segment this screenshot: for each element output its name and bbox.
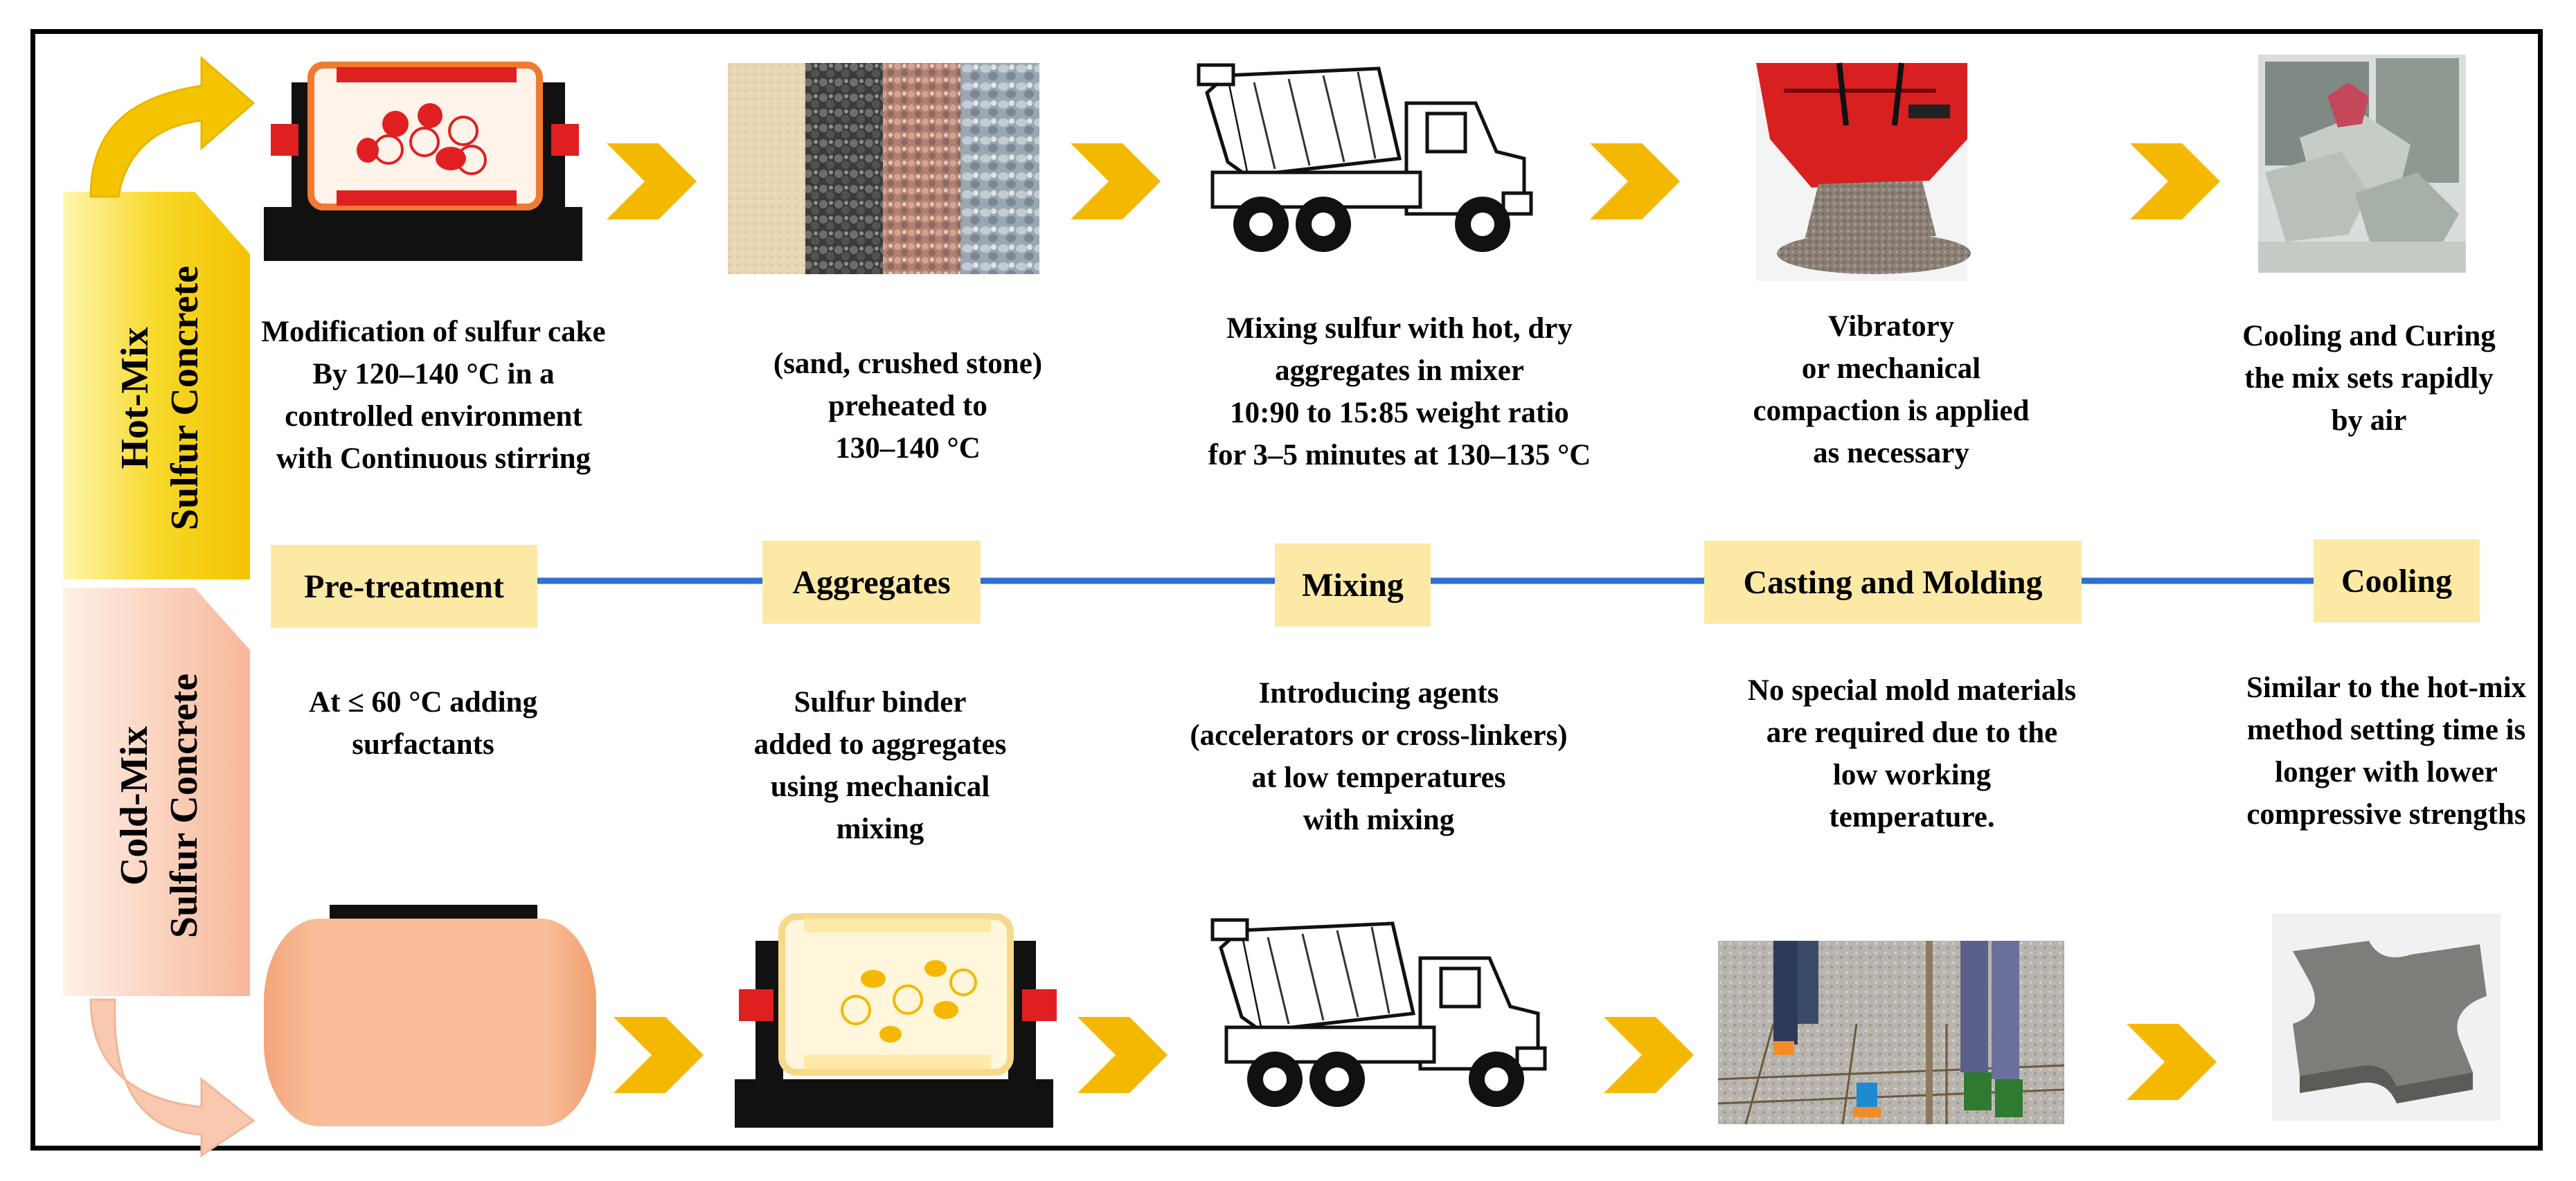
text-line: low working [1832, 759, 1992, 791]
text-line: compressive strengths [2246, 798, 2526, 831]
text-line: method setting time is [2246, 714, 2526, 746]
paver-block-photo [2272, 913, 2501, 1121]
chevron-right-icon [1604, 1017, 1694, 1093]
stage-mixing: Mixing [1275, 543, 1431, 626]
text-line: Introducing agents [1258, 677, 1499, 710]
hot-desc-casting: Vibratory or mechanical compaction is ap… [1711, 305, 2071, 474]
text-line: with Continuous stirring [276, 442, 591, 475]
text-line: are required due to the [1766, 716, 2058, 749]
text-line: controlled environment [285, 400, 582, 433]
text-line: by air [2331, 404, 2407, 437]
chevron-right-icon [2130, 143, 2220, 219]
text-line: Similar to the hot-mix [2246, 671, 2527, 704]
mixer-truck-icon [1210, 918, 1547, 1107]
hot-desc-aggregates: (sand, crushed stone) preheated to 130–1… [700, 343, 1116, 469]
chevron-right-icon [1590, 143, 1680, 219]
chevron-right-icon [607, 143, 697, 219]
hot-desc-pretreatment: Modification of sulfur cake By 120–140 °… [208, 311, 659, 480]
stage-cooling: Cooling [2314, 539, 2480, 622]
cold-desc-casting: No special mold materials are required d… [1697, 669, 2127, 838]
chevron-right-icon [1071, 143, 1161, 219]
text-line: longer with lower [2275, 756, 2498, 788]
hot-mix-label-line1: Hot-Mix [114, 327, 156, 469]
curved-arrow-icon-bottom [89, 998, 256, 1157]
compaction-photo [1756, 62, 1971, 281]
text-line: Vibratory [1827, 310, 1955, 343]
hot-desc-mixing: Mixing sulfur with hot, dry aggregates i… [1157, 307, 1642, 476]
text-line: at low temperatures [1251, 761, 1506, 794]
text-line: By 120–140 °C in a [312, 358, 555, 390]
text-line: surfactants [352, 728, 494, 761]
heater-icon [264, 62, 582, 261]
diagram-frame: Hot-Mix Sulfur Concrete Cold-Mix Sulfur … [30, 29, 2543, 1157]
stage-label: Cooling [2341, 562, 2453, 599]
tank-icon [264, 905, 596, 1126]
stage-casting-molding: Casting and Molding [1704, 541, 2082, 624]
text-line: (accelerators or cross-linkers) [1190, 719, 1568, 752]
stage-label: Casting and Molding [1743, 564, 2043, 601]
text-line: temperature. [1829, 801, 1995, 833]
stage-label: Pre-treatment [304, 568, 504, 605]
stage-aggregates: Aggregates [762, 541, 981, 624]
text-line: or mechanical [1801, 352, 1981, 385]
cold-mix-category-tag [63, 588, 250, 996]
hot-mix-label: Hot-Mix Sulfur Concrete [110, 204, 207, 592]
stage-pretreatment: Pre-treatment [271, 545, 537, 628]
text-line: the mix sets rapidly [2244, 362, 2494, 395]
chevron-right-icon [2127, 1024, 2217, 1100]
mixer-truck-icon [1197, 63, 1533, 252]
aggregates-photo [728, 63, 1039, 274]
cold-mix-label-line2: Sulfur Concrete [163, 673, 206, 939]
text-line: as necessary [1813, 437, 1969, 469]
cold-desc-mixing: Introducing agents (accelerators or cros… [1143, 672, 1614, 841]
text-line: 130–140 °C [835, 432, 981, 465]
hot-mix-category-tag [63, 192, 250, 579]
stage-label: Aggregates [792, 564, 951, 601]
chevron-right-icon [1077, 1017, 1168, 1093]
curved-arrow-icon-top [89, 55, 256, 198]
hot-desc-cooling: Cooling and Curing the mix sets rapidly … [2210, 315, 2528, 442]
casting-photo [1717, 941, 2065, 1125]
text-line: 10:90 to 15:85 weight ratio [1230, 397, 1569, 429]
text-line: At ≤ 60 °C adding [309, 686, 537, 719]
hot-mix-label-line2: Sulfur Concrete [163, 265, 206, 531]
text-line: (sand, crushed stone) [773, 348, 1043, 380]
text-line: for 3–5 minutes at 130–135 °C [1208, 439, 1591, 471]
stage-label: Mixing [1302, 566, 1404, 604]
cured-blocks-photo [2258, 55, 2466, 273]
text-line: No special mold materials [1747, 674, 2077, 707]
text-line: aggregates in mixer [1275, 354, 1524, 387]
chevron-right-icon [614, 1017, 704, 1093]
text-line: Cooling and Curing [2242, 320, 2496, 352]
text-line: with mixing [1303, 804, 1455, 836]
cold-desc-aggregates: Sulfur binder added to aggregates using … [700, 681, 1060, 850]
text-line: mixing [836, 813, 924, 845]
cold-mix-label: Cold-Mix Sulfur Concrete [109, 602, 206, 1010]
text-line: Modification of sulfur cake [261, 316, 606, 348]
text-line: using mechanical [770, 770, 990, 803]
text-line: compaction is applied [1753, 395, 2030, 427]
cold-desc-pretreatment: At ≤ 60 °C adding surfactants [243, 681, 603, 766]
text-line: Sulfur binder [794, 686, 967, 719]
cold-mix-label-line1: Cold-Mix [113, 725, 156, 886]
text-line: Mixing sulfur with hot, dry [1226, 312, 1573, 345]
heater-icon [735, 913, 1057, 1128]
text-line: preheated to [828, 390, 987, 422]
text-line: added to aggregates [753, 728, 1007, 761]
cold-desc-cooling: Similar to the hot-mix method setting ti… [2220, 667, 2552, 836]
